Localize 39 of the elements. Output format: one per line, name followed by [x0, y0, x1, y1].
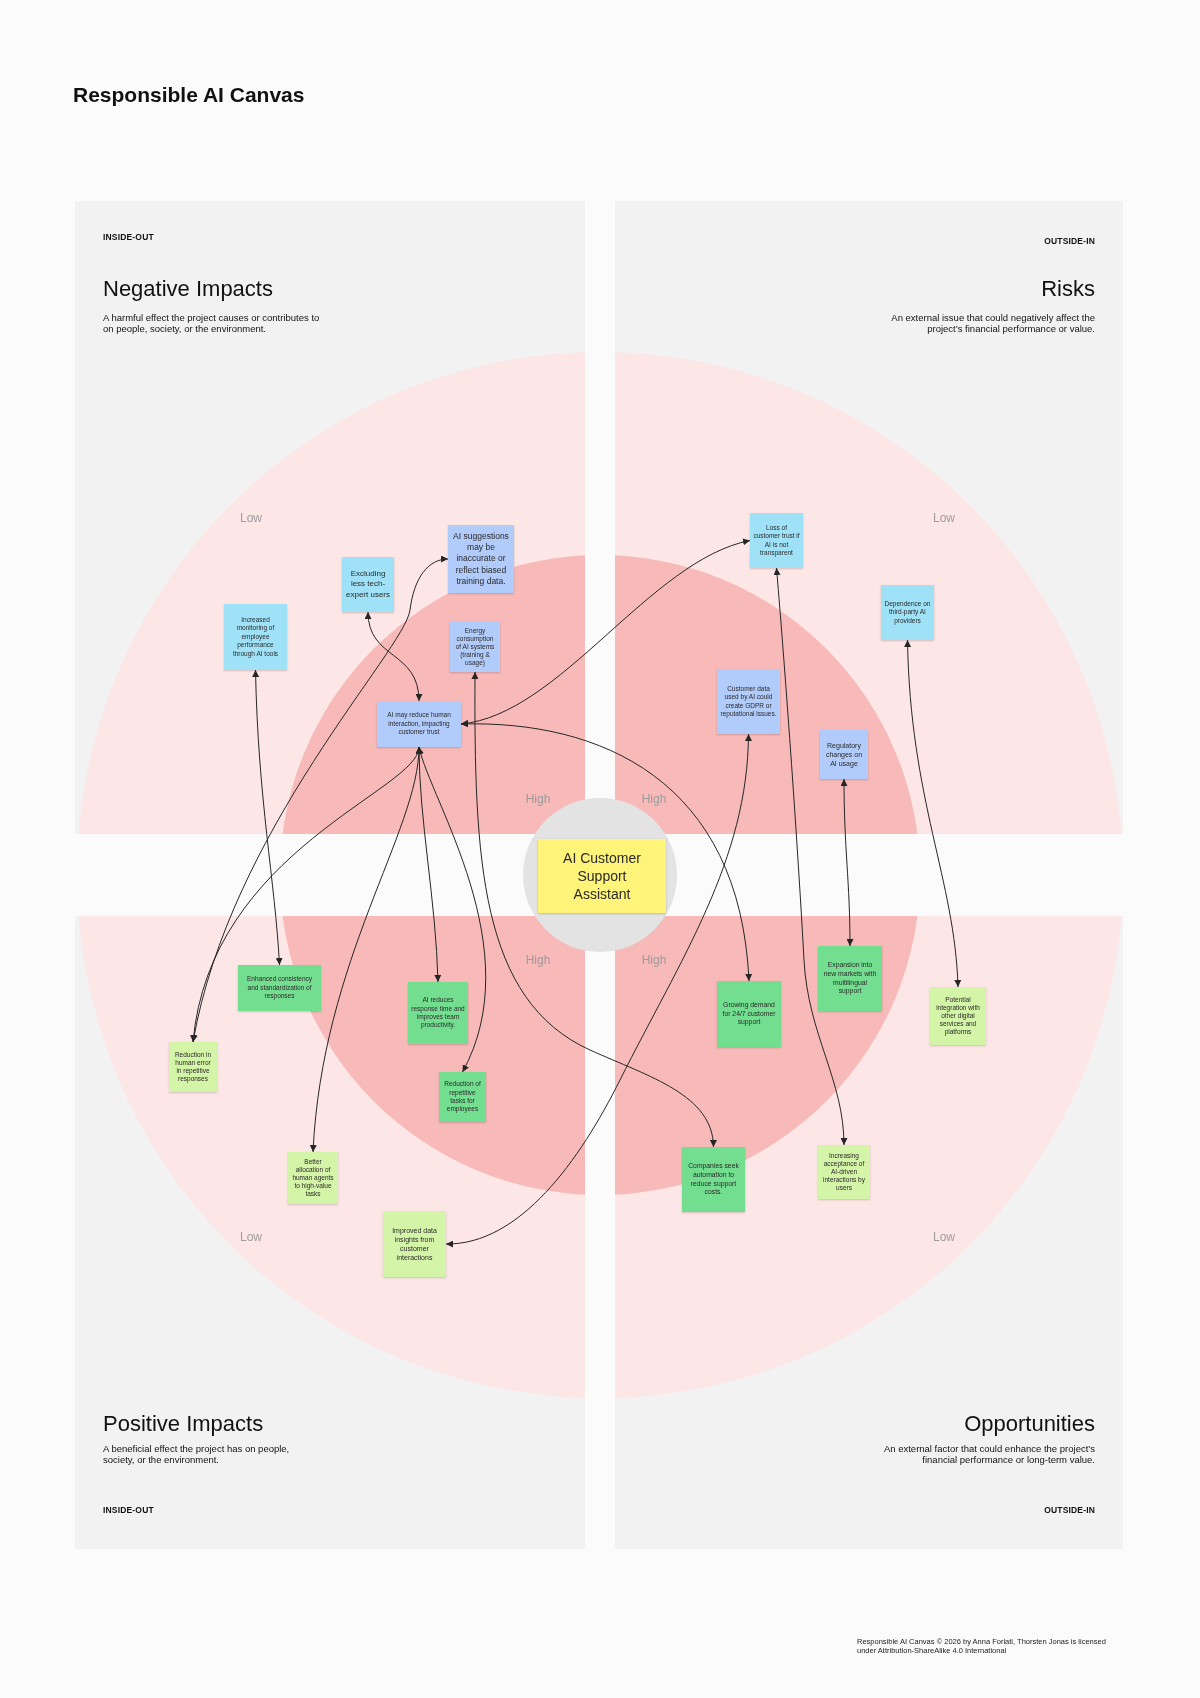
section-tag: OUTSIDE-IN — [1044, 1504, 1095, 1517]
connector-arrow — [773, 567, 848, 1146]
section-description: A beneficial effect the project has on people, society, or the environment. — [103, 1444, 291, 1466]
section-tag: OUTSIDE-IN — [1044, 235, 1095, 248]
section-tag: INSIDE-OUT — [103, 1504, 154, 1517]
section-heading: Opportunities — [964, 1410, 1095, 1438]
connector-arrow — [445, 733, 752, 1247]
section-description: An external factor that could enhance the project’s financial performance or long-term value. — [882, 1444, 1095, 1466]
quadrant-panel — [615, 201, 1123, 834]
zone-label: High — [525, 791, 551, 808]
zone-label: High — [525, 952, 551, 969]
zone-label: Low — [933, 1229, 955, 1246]
connector-arrow — [310, 746, 422, 1153]
section-description: An external issue that could negatively affect the project’s financial performance or value. — [890, 313, 1095, 335]
connector-arrow — [365, 611, 422, 702]
connector-arrow — [460, 539, 751, 726]
zone-label: High — [641, 952, 667, 969]
section-tag: INSIDE-OUT — [103, 231, 154, 244]
sticky-note: AI suggestions may be inaccurate or reflect biased training data. — [448, 525, 514, 593]
connector-arrow — [252, 669, 283, 966]
section-heading: Positive Impacts — [103, 1410, 264, 1438]
connector-arrow — [471, 671, 717, 1148]
connector-arrow — [415, 746, 442, 983]
connector-arrow — [417, 746, 487, 1073]
zone-label: High — [641, 791, 667, 808]
connector-arrow — [460, 720, 752, 982]
connector-arrow — [904, 639, 962, 988]
section-description: A harmful effect the project causes or contributes to on people, society, or the environment. — [103, 313, 321, 335]
section-heading: Risks — [1041, 275, 1095, 303]
zone-label: Low — [240, 510, 262, 527]
zone-label: Low — [933, 510, 955, 527]
quadrant-panel — [75, 201, 585, 834]
page-title: Responsible AI Canvas — [73, 82, 305, 108]
sticky-note: Excluding less tech-expert users — [342, 557, 394, 612]
zone-label: Low — [240, 1229, 262, 1246]
quadrant-panel — [75, 916, 585, 1549]
section-heading: Negative Impacts — [103, 275, 273, 303]
quadrant-panel — [615, 916, 1123, 1549]
connector-arrow — [840, 778, 854, 947]
